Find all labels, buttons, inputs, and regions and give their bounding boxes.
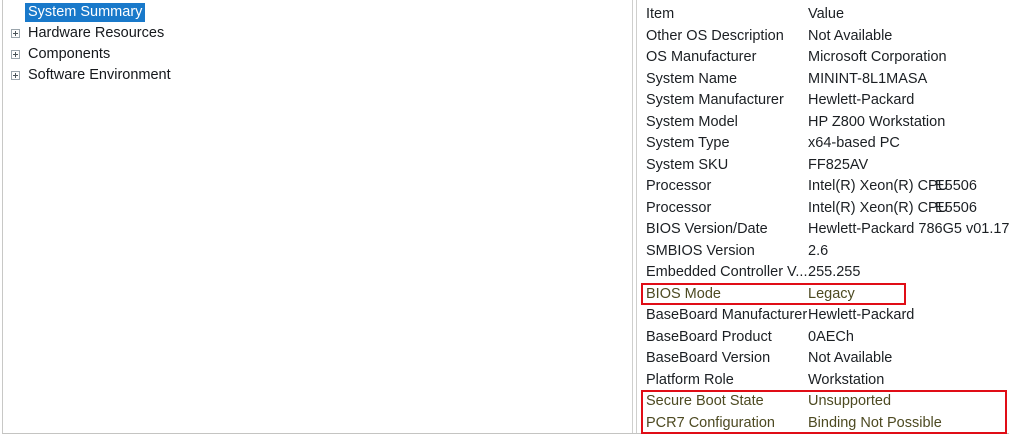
details-item-cell: BaseBoard Manufacturer	[646, 307, 808, 323]
details-row[interactable]: BaseBoard Version Not Available	[640, 348, 1010, 370]
details-value-cell: Hewlett-Packard	[808, 307, 915, 323]
tree-item-components[interactable]: Components	[11, 45, 113, 64]
window-bottom-border	[2, 433, 1008, 434]
details-item-cell: BaseBoard Product	[646, 328, 772, 345]
details-item-cell: System Type	[646, 135, 730, 151]
details-item-cell: BIOS Version/Date	[646, 221, 768, 237]
tree-item-label: Software Environment	[28, 67, 171, 83]
details-header-row[interactable]: Item Value	[640, 4, 1010, 26]
details-item-cell: BaseBoard Version	[646, 350, 771, 366]
details-value-overflow-cell: E5506	[935, 178, 977, 194]
details-row[interactable]: OS Manufacturer Microsoft Corporation	[640, 47, 1010, 69]
details-row[interactable]: System SKU FF825AV	[640, 155, 1010, 177]
details-value-cell: Workstation	[808, 371, 885, 388]
details-value-cell: Not Available	[808, 27, 893, 44]
details-value-cell: 255.255	[808, 264, 861, 280]
details-item-cell: SMBIOS Version	[646, 242, 755, 259]
details-value-cell: Unsupported	[808, 393, 892, 409]
splitter-line-left	[632, 0, 633, 433]
splitter-line-right	[636, 0, 637, 433]
details-value-cell: 2.6	[808, 242, 829, 259]
details-item-cell: BIOS Mode	[646, 285, 721, 302]
details-value-cell: MININT-8L1MASA	[808, 70, 928, 87]
window-left-border	[2, 0, 3, 434]
details-row[interactable]: BIOS Version/Date Hewlett-Packard 786G5 v…	[640, 219, 1010, 241]
details-item-cell: System SKU	[646, 156, 729, 173]
pane-splitter[interactable]	[628, 0, 640, 433]
tree-item-software-environment[interactable]: Software Environment	[11, 66, 174, 85]
details-value-cell: 0AECh	[808, 328, 854, 345]
details-item-cell: OS Manufacturer	[646, 49, 757, 65]
column-header-item: Item	[646, 6, 675, 22]
details-row[interactable]: Platform Role Workstation	[640, 370, 1010, 392]
details-value-cell: Not Available	[808, 350, 893, 366]
details-item-cell: Embedded Controller V...	[646, 264, 808, 280]
details-value-cell: Intel(R) Xeon(R) CPU	[808, 199, 949, 216]
details-item-cell: PCR7 Configuration	[646, 414, 775, 431]
expander-plus-icon[interactable]	[11, 29, 20, 38]
details-item-cell: Processor	[646, 178, 712, 194]
expander-plus-icon[interactable]	[11, 50, 20, 59]
details-row[interactable]: Secure Boot State Unsupported	[640, 391, 1010, 413]
details-value-overflow-cell: E5506	[935, 199, 977, 216]
details-value-cell: HP Z800 Workstation	[808, 113, 946, 130]
details-value-cell: FF825AV	[808, 156, 869, 173]
details-row[interactable]: SMBIOS Version 2.6	[640, 241, 1010, 263]
details-item-cell: System Name	[646, 70, 738, 87]
details-row[interactable]: System Manufacturer Hewlett-Packard	[640, 90, 1010, 112]
details-item-cell: Other OS Description	[646, 27, 784, 44]
details-value-cell: Hewlett-Packard 786G5 v01.17, 8/	[808, 221, 1010, 237]
details-item-cell: Secure Boot State	[646, 393, 764, 409]
details-item-cell: Platform Role	[646, 371, 734, 388]
details-row[interactable]: BIOS Mode Legacy	[640, 284, 1010, 306]
details-item-cell: System Manufacturer	[646, 92, 784, 108]
tree-item-label: Hardware Resources	[28, 25, 165, 41]
details-row[interactable]: Embedded Controller V...255.255	[640, 262, 1010, 284]
details-item-cell: System Model	[646, 113, 738, 130]
tree-item-label: Components	[28, 46, 111, 62]
details-value-cell: x64-based PC	[808, 135, 900, 151]
expander-plus-icon[interactable]	[11, 71, 20, 80]
details-value-cell: Legacy	[808, 285, 855, 302]
details-row[interactable]: PCR7 Configuration Binding Not Possible	[640, 413, 1010, 434]
tree-item-label: System Summary	[25, 3, 146, 22]
details-row[interactable]: System Type x64-based PC	[640, 133, 1010, 155]
details-value-cell: Microsoft Corporation	[808, 49, 947, 65]
details-item-cell: Processor	[646, 199, 712, 216]
tree-item-hardware-resources[interactable]: Hardware Resources	[11, 24, 167, 43]
details-row[interactable]: System Name MININT-8L1MASA	[640, 69, 1010, 91]
details-row[interactable]: Other OS Description Not Available	[640, 26, 1010, 48]
details-value-cell: Intel(R) Xeon(R) CPU	[808, 178, 949, 194]
details-value-cell: Hewlett-Packard	[808, 92, 915, 108]
column-header-value: Value	[808, 6, 845, 22]
details-value-cell: Binding Not Possible	[808, 414, 942, 431]
details-row[interactable]: BaseBoard Product 0AECh	[640, 327, 1010, 349]
details-row[interactable]: System Model HP Z800 Workstation	[640, 112, 1010, 134]
tree-item-system-summary[interactable]: System Summary	[11, 3, 146, 22]
